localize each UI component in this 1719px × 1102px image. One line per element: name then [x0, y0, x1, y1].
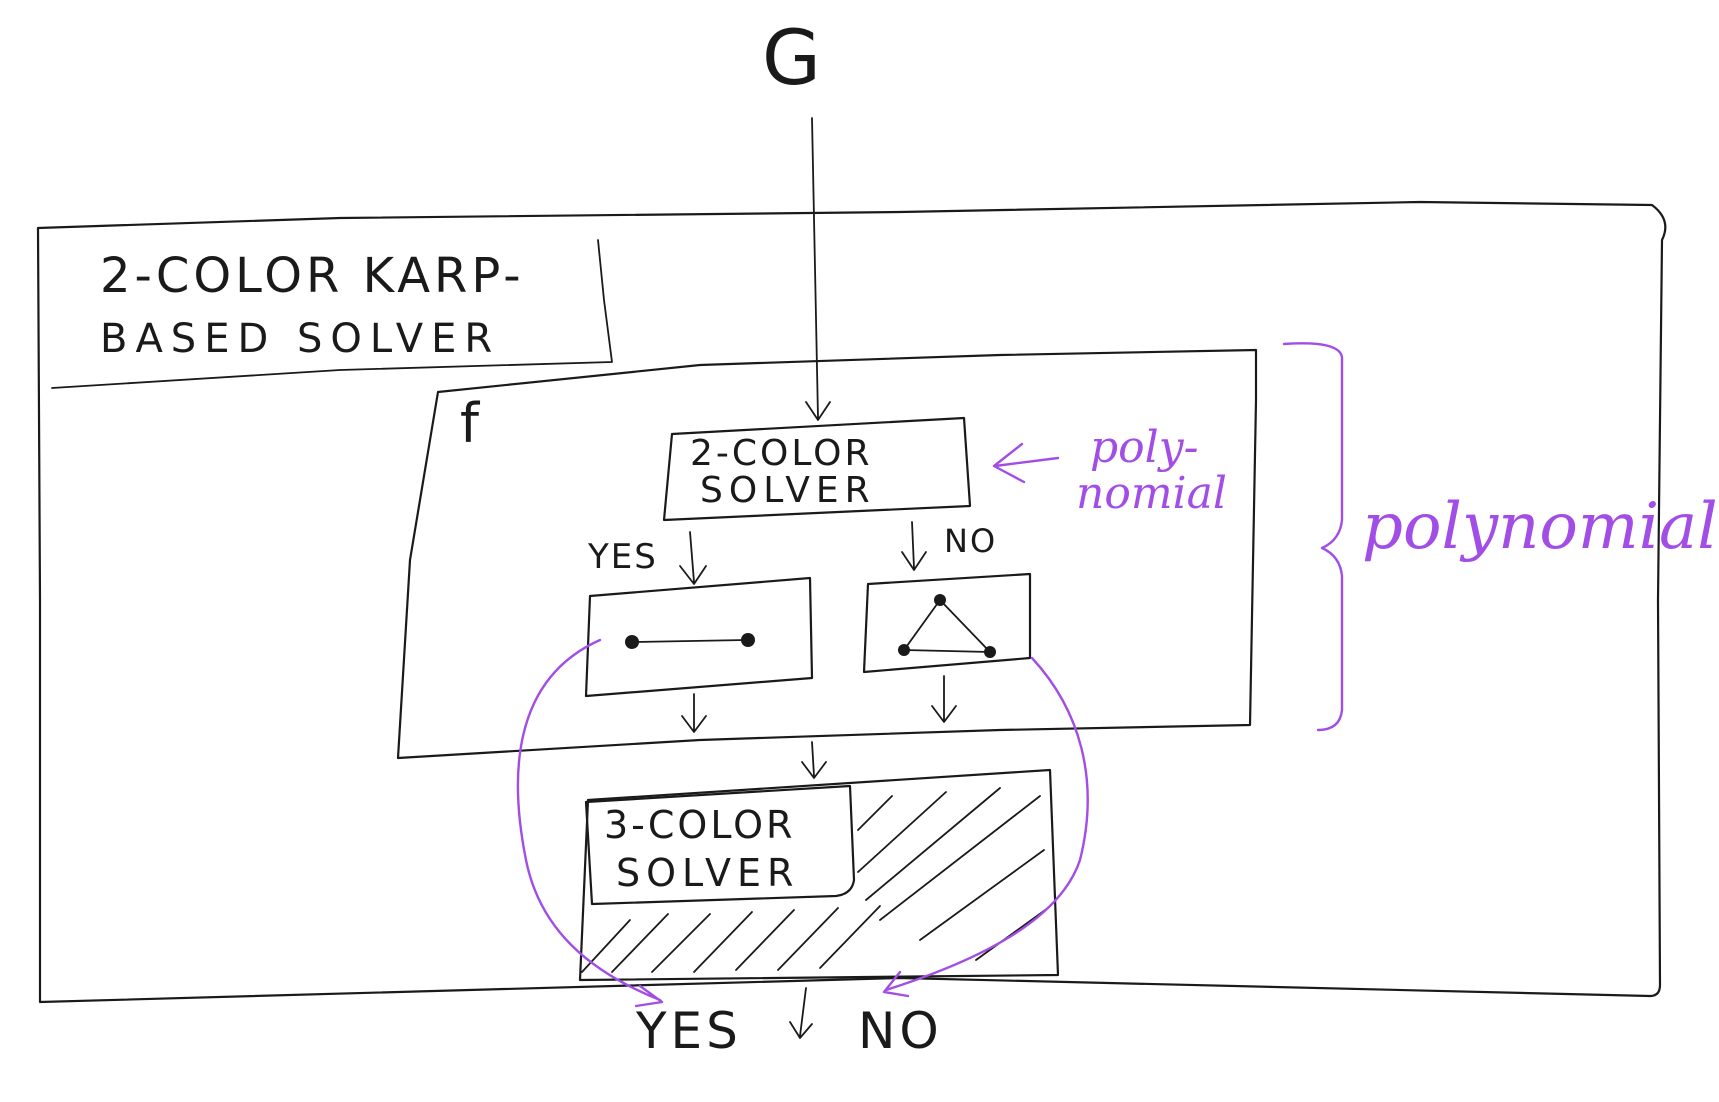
- yes-gadget-graph: [625, 633, 755, 649]
- no-gadget-triangle: [903, 599, 991, 653]
- yes-gadget-down-arrow: [681, 693, 707, 733]
- two-color-solver-box: [662, 416, 972, 522]
- f-label: f: [460, 392, 481, 455]
- poly-inner-line-2: nomial: [1076, 468, 1227, 519]
- three-color-solver-box: [584, 784, 856, 906]
- no-gadget-box: [862, 572, 1032, 674]
- outer-title-line-1: 2-COLOR KARP-: [100, 248, 525, 304]
- three-color-outer-box: [578, 768, 1060, 982]
- poly-inner-line-1: poly-: [1090, 422, 1198, 473]
- outer-title-line-2: BASED SOLVER: [100, 316, 500, 362]
- f-box: [396, 348, 1258, 760]
- no-gadget-node-left: [898, 644, 910, 656]
- no-gadget-node-top: [934, 594, 946, 606]
- hatching: [581, 787, 1049, 973]
- poly-outer-label: polynomial: [1362, 490, 1718, 564]
- three-color-solver-line-2: SOLVER: [616, 851, 799, 895]
- yes-gadget-node-left: [625, 635, 639, 649]
- yes-branch-arrow: [679, 531, 707, 585]
- no-gadget-graph: [898, 594, 996, 658]
- no-purple-curve: [882, 656, 1089, 998]
- input-arrow: [805, 117, 831, 421]
- f-box-down-arrow: [801, 741, 827, 779]
- three-color-solver-line-1: 3-COLOR: [604, 803, 795, 847]
- outer-box-title: 2-COLOR KARP- BASED SOLVER: [100, 248, 525, 362]
- output-arrow: [789, 987, 813, 1039]
- outer-box: [36, 200, 1667, 1004]
- yes-gadget-box: [584, 576, 814, 698]
- yes-gadget-edge: [633, 639, 747, 643]
- two-color-solver-line-1: 2-COLOR: [690, 433, 873, 474]
- poly-inner-arrow: [992, 442, 1060, 484]
- output-yes-label: YES: [635, 1002, 742, 1060]
- no-gadget-down-arrow: [931, 675, 957, 723]
- title-box: [51, 239, 613, 389]
- branch-no-label: NO: [944, 522, 997, 560]
- polynomial-brace: [1282, 342, 1344, 732]
- no-branch-arrow: [901, 521, 927, 571]
- two-color-solver-line-2: SOLVER: [700, 470, 876, 511]
- output-no-label: NO: [858, 1002, 943, 1060]
- no-gadget-node-right: [984, 646, 996, 658]
- branch-yes-label: YES: [587, 537, 658, 577]
- yes-purple-curve: [516, 638, 664, 1008]
- yes-gadget-node-right: [741, 633, 755, 647]
- input-label: G: [762, 13, 821, 102]
